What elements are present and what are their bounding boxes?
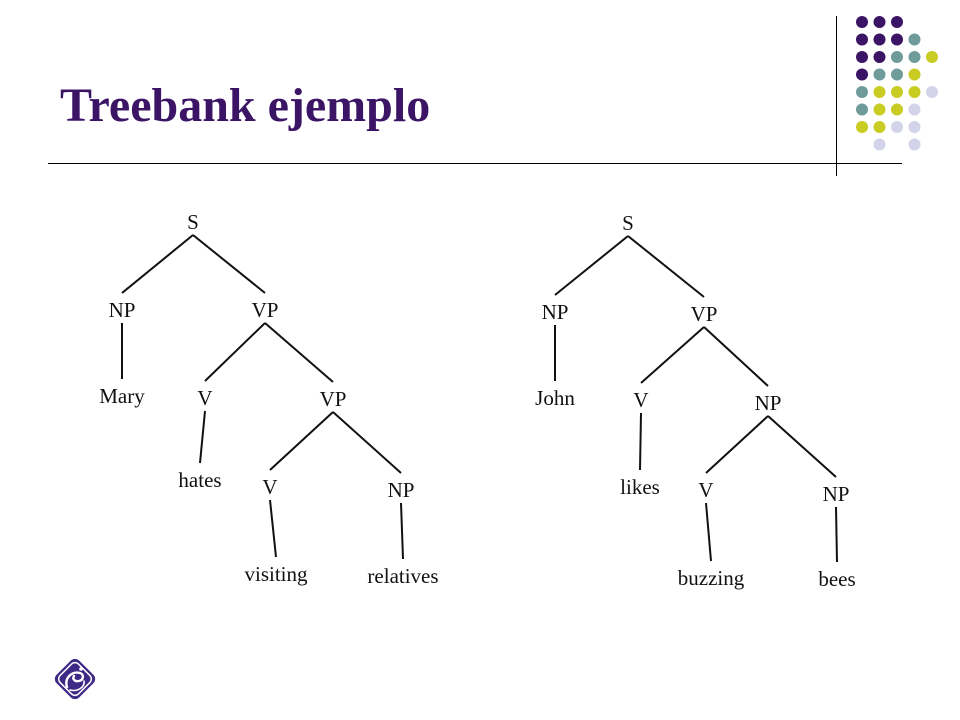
decorative-dot xyxy=(873,16,886,28)
tree-edge xyxy=(705,502,712,562)
tree-edge xyxy=(703,326,769,387)
tree-edge xyxy=(264,322,334,383)
decorative-dot xyxy=(873,51,886,63)
decorative-dot xyxy=(926,51,938,63)
tree-edge xyxy=(835,506,838,563)
decorative-dot-grid xyxy=(856,16,938,151)
decorative-dot xyxy=(891,86,903,98)
slide-title: Treebank ejemplo xyxy=(60,79,431,132)
tree-edge xyxy=(269,499,277,558)
title-divider xyxy=(48,163,902,164)
tree-node-np2: NP xyxy=(755,391,782,415)
tree-node-likes: likes xyxy=(620,475,660,499)
tree-edge xyxy=(705,415,769,474)
tree-edge xyxy=(192,234,266,294)
tree-edge xyxy=(627,235,705,298)
institution-logo-icon xyxy=(54,658,96,700)
tree-node-s: S xyxy=(622,211,634,235)
decorative-dot xyxy=(908,68,921,81)
tree-edge xyxy=(640,326,705,384)
tree-node-v2: V xyxy=(262,475,277,499)
tree-edge xyxy=(199,410,206,464)
decorative-dot xyxy=(891,121,903,133)
tree-node-relatives: relatives xyxy=(367,564,438,588)
decorative-dot xyxy=(891,16,903,28)
tree-node-hates: hates xyxy=(178,468,221,492)
decorative-dot xyxy=(926,86,938,98)
decorative-dot xyxy=(873,103,886,116)
decorative-dot xyxy=(908,33,921,46)
tree-node-np2: NP xyxy=(388,478,415,502)
decorative-dot xyxy=(873,33,886,46)
tree-node-vp2: VP xyxy=(320,387,347,411)
tree-node-vp: VP xyxy=(252,298,279,322)
tree-node-buzzing: buzzing xyxy=(678,566,745,590)
decorative-dot xyxy=(856,68,868,81)
tree-edge xyxy=(639,412,642,471)
decorative-dot xyxy=(908,86,921,98)
decorative-dot xyxy=(908,51,921,63)
decorative-dot xyxy=(908,138,921,151)
decorative-dot xyxy=(856,103,868,116)
tree-node-v2: V xyxy=(698,478,713,502)
decorative-dot xyxy=(873,138,886,151)
tree-edge xyxy=(332,411,402,474)
tree-node-np3: NP xyxy=(823,482,850,506)
decorative-dot xyxy=(873,121,886,133)
tree-node-bees: bees xyxy=(818,567,855,591)
tree-node-mary: Mary xyxy=(99,384,145,408)
tree-node-john: John xyxy=(535,386,575,410)
decorative-dot xyxy=(908,121,921,133)
decorative-dot xyxy=(856,51,868,63)
tree-edge xyxy=(400,502,404,560)
tree-node-np: NP xyxy=(542,300,569,324)
tree-edge xyxy=(204,322,266,382)
tree-node-vp: VP xyxy=(691,302,718,326)
decorative-dot xyxy=(891,68,903,81)
tree-node-v: V xyxy=(197,386,212,410)
decorative-dot xyxy=(873,68,886,81)
tree-edge xyxy=(767,415,837,478)
tree-edge xyxy=(121,234,194,294)
decorative-dot xyxy=(891,103,903,116)
decorative-dot xyxy=(856,86,868,98)
decorative-dot xyxy=(873,86,886,98)
decorative-dot xyxy=(908,103,921,116)
tree-node-np: NP xyxy=(109,298,136,322)
decorative-dot xyxy=(891,33,903,46)
tree-node-v: V xyxy=(633,388,648,412)
tree-edge xyxy=(554,235,629,296)
decorative-dot xyxy=(856,121,868,133)
decorative-dot xyxy=(891,51,903,63)
corner-divider xyxy=(836,16,837,176)
decorative-dot xyxy=(856,16,868,28)
decorative-dot xyxy=(856,33,868,46)
tree-node-s: S xyxy=(187,210,199,234)
tree-edge xyxy=(269,411,334,471)
tree-node-visiting: visiting xyxy=(244,562,308,586)
